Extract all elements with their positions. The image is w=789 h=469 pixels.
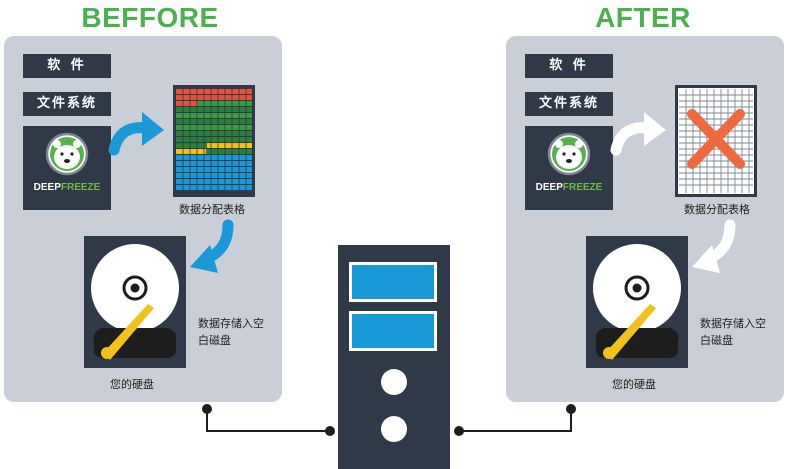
before-arrow-to-table-icon [108,112,164,156]
after-arrow-to-disk-icon [692,219,736,273]
before-write-caption: 数据存储入空白磁盘 [198,317,264,347]
before-server-dot [325,426,335,436]
before-panel: 软 件 文件系统 DEEPFREEZE [4,36,282,402]
before-arrow-to-disk-icon [190,219,234,273]
before-allocation-table [173,85,255,197]
after-table-grid [679,89,753,193]
after-arrow-to-table-icon [610,112,666,156]
before-logo-deep: DEEP [33,182,61,193]
after-connector-horizontal [456,430,572,432]
before-heading: BEFFORE [81,2,219,33]
after-allocation-table [675,85,757,197]
before-hard-disk [84,236,186,368]
after-logo-deep: DEEP [535,182,563,193]
after-disk-caption: 您的硬盘 [612,378,656,391]
after-server-dot [454,426,464,436]
after-heading: AFTER [595,2,691,33]
after-table-caption: 数据分配表格 [684,203,750,216]
before-deepfreeze-logo: DEEPFREEZE [23,126,111,210]
after-filesystem-label: 文件系统 [525,92,613,116]
before-connector-horizontal [206,430,332,432]
after-hard-disk [586,236,688,368]
after-write-caption: 数据存储入空白磁盘 [700,317,766,347]
server-tower [338,245,450,469]
before-connector-dot [202,404,212,414]
polar-bear-icon [547,132,591,176]
server-drive-bay-1 [349,262,437,302]
server-drive-bay-2 [349,311,437,351]
after-hard-disk-icon [593,244,681,360]
after-connector-dot [566,404,576,414]
after-software-label: 软 件 [525,54,613,78]
after-logo-freeze: FREEZE [562,182,603,193]
polar-bear-icon [45,132,89,176]
after-logo-text: DEEPFREEZE [525,182,613,193]
before-logo-freeze: FREEZE [60,182,101,193]
before-filesystem-label: 文件系统 [23,92,111,116]
cross-icon [687,109,745,169]
server-button-2 [381,416,407,442]
before-connector-vertical [206,410,208,432]
after-panel: 软 件 文件系统 DEEPFREEZE [506,36,784,402]
after-connector-vertical [570,410,572,432]
before-disk-caption: 您的硬盘 [110,378,154,391]
server-button-1 [381,369,407,395]
before-logo-text: DEEPFREEZE [23,182,111,193]
after-deepfreeze-logo: DEEPFREEZE [525,126,613,210]
before-table-caption: 数据分配表格 [179,203,245,216]
before-software-label: 软 件 [23,54,111,78]
before-table-grid [176,89,252,190]
before-hard-disk-icon [91,244,179,360]
